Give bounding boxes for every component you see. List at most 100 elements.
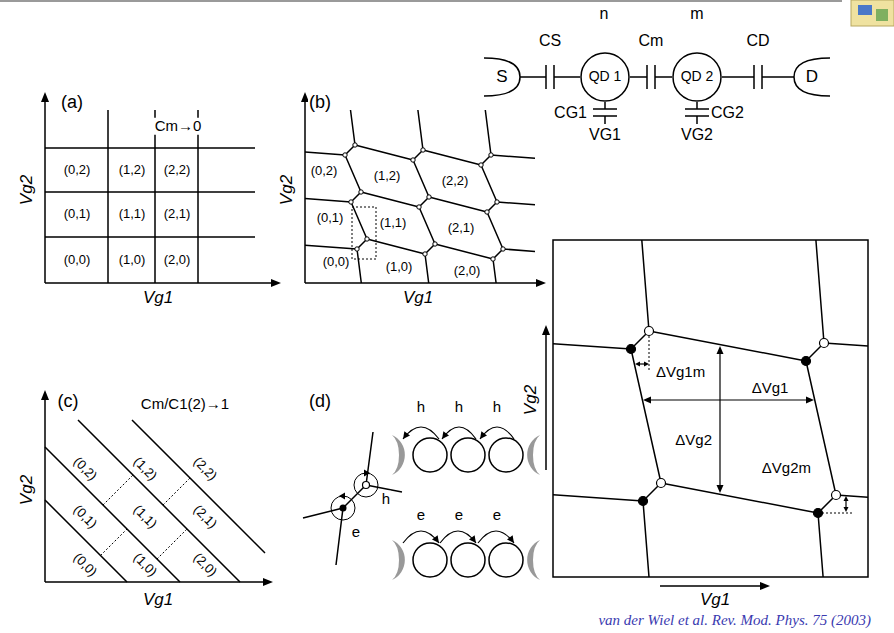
dimension-arrowhead: [635, 346, 849, 512]
carrier-label: h: [381, 491, 391, 508]
charge-state-label: (2,2): [441, 174, 470, 188]
corner-icon: [851, 0, 894, 26]
axis-label: Vg1: [699, 591, 731, 610]
dotted-boundary: [101, 475, 191, 559]
spacing-label: ΔVg2m: [761, 460, 812, 477]
zoom-triple-point: [627, 327, 841, 518]
panel-letter: (c): [57, 392, 80, 412]
capacitance-label: Cm: [638, 32, 665, 50]
dot-circle: [413, 438, 523, 577]
circuit-label: m: [689, 5, 704, 23]
charge-state-label: (0,0): [70, 550, 100, 580]
axis-label: Vg1: [402, 289, 434, 308]
axis-label: Vg1: [142, 591, 174, 610]
panel-letter: (b): [308, 93, 332, 113]
node-text: D: [806, 68, 818, 87]
charge-state-label: (1,0): [118, 253, 147, 267]
panel-letter: (d): [308, 392, 332, 412]
capacitance-label: CD: [745, 32, 770, 50]
panel-d-vertex: [303, 432, 402, 565]
spacing-label: ΔVg1m: [655, 364, 706, 381]
charge-state-label: (0,1): [63, 207, 92, 221]
charge-state-label: (0,1): [316, 211, 345, 225]
panel-a-grid: [45, 100, 273, 283]
dotted-guide: [649, 336, 852, 513]
charge-state-label: (1,2): [373, 169, 402, 183]
tunnel-arrowhead: [403, 431, 514, 543]
charge-state-label: (1,0): [130, 550, 160, 580]
triple-point: [343, 143, 505, 261]
axis-label: Vg2: [278, 174, 297, 206]
panel-c-lines: [45, 398, 265, 582]
charge-state-label: (0,0): [63, 253, 92, 267]
circuit-label: CG1: [553, 104, 588, 122]
charge-state-label: (1,1): [379, 216, 408, 230]
carrier-label: h: [492, 399, 502, 416]
charge-state-label: (2,1): [163, 207, 192, 221]
dimension-arrow: [640, 354, 846, 507]
zoom-panel: [553, 240, 868, 577]
spacing-label: ΔVg2: [674, 432, 713, 449]
hole-triple-point: [363, 482, 370, 489]
carrier-label: e: [351, 524, 361, 541]
carrier-label: h: [454, 399, 464, 416]
charge-state-label: (2,0): [163, 253, 192, 267]
charge-state-label: (0,1): [70, 502, 100, 532]
charge-state-label: (1,2): [130, 454, 160, 484]
circuit-label: VG1: [588, 126, 622, 144]
gate-capacitor: [593, 102, 709, 124]
node-text: QD 1: [589, 69, 622, 84]
node-text: S: [496, 68, 507, 87]
carrier-label: e: [454, 507, 464, 524]
axis-label: Vg2: [522, 384, 541, 416]
circuit-label: VG2: [680, 126, 714, 144]
node-shape: [794, 58, 830, 96]
panel-b-honeycomb: [305, 100, 538, 283]
unit-cell-outline: [352, 207, 376, 259]
charge-state-label: (0,2): [310, 164, 339, 178]
panel-heading: Cm→0: [154, 118, 203, 135]
charge-state-label: (2,2): [190, 454, 220, 484]
charge-state-label: (1,1): [130, 502, 160, 532]
axis-label: Vg2: [18, 174, 37, 206]
zoom-honeycomb: [553, 240, 868, 577]
header-rule: [0, 0, 842, 2]
capacitor-link: [722, 65, 794, 89]
quantum-dot: QD 1: [580, 52, 630, 102]
carrier-label: h: [416, 399, 426, 416]
citation: van der Wiel et al. Rev. Mod. Phys. 75 (…: [597, 612, 872, 629]
charge-state-label: (2,1): [190, 502, 220, 532]
charge-state-label: (0,2): [63, 163, 92, 177]
tunnel-arc: [403, 427, 514, 543]
charge-state-label: (1,1): [118, 207, 147, 221]
charge-state-label: (2,1): [447, 221, 476, 235]
node-shape: [484, 58, 520, 96]
source-lead: S: [484, 57, 520, 97]
axis-label: Vg1: [142, 289, 174, 308]
axis-arrow: [546, 333, 762, 586]
cycle-arrowhead: [339, 470, 370, 500]
charge-state-label: (0,0): [322, 255, 351, 269]
capacitor-link: [630, 65, 672, 89]
quantum-dot: QD 2: [672, 52, 722, 102]
charge-state-label: (1,0): [385, 260, 414, 274]
node-shape: [581, 53, 629, 101]
carrier-label: e: [492, 507, 502, 524]
panel-letter: (a): [60, 93, 84, 113]
capacitance-label: CS: [538, 32, 562, 50]
lead-electrode: [392, 435, 540, 580]
electron-triple-point: [340, 505, 347, 512]
drain-lead: D: [794, 57, 830, 97]
carrier-label: e: [416, 507, 426, 524]
panel-heading: Cm/C1(2)→1: [140, 396, 230, 413]
circuit-label: n: [599, 5, 610, 23]
circuit-label: CG2: [710, 104, 745, 122]
node-shape: [673, 53, 721, 101]
capacitor-link: [520, 65, 580, 89]
charge-state-label: (2,2): [163, 163, 192, 177]
charge-state-label: (2,0): [190, 550, 220, 580]
node-text: QD 2: [681, 69, 714, 84]
charge-state-label: (0,2): [70, 454, 100, 484]
